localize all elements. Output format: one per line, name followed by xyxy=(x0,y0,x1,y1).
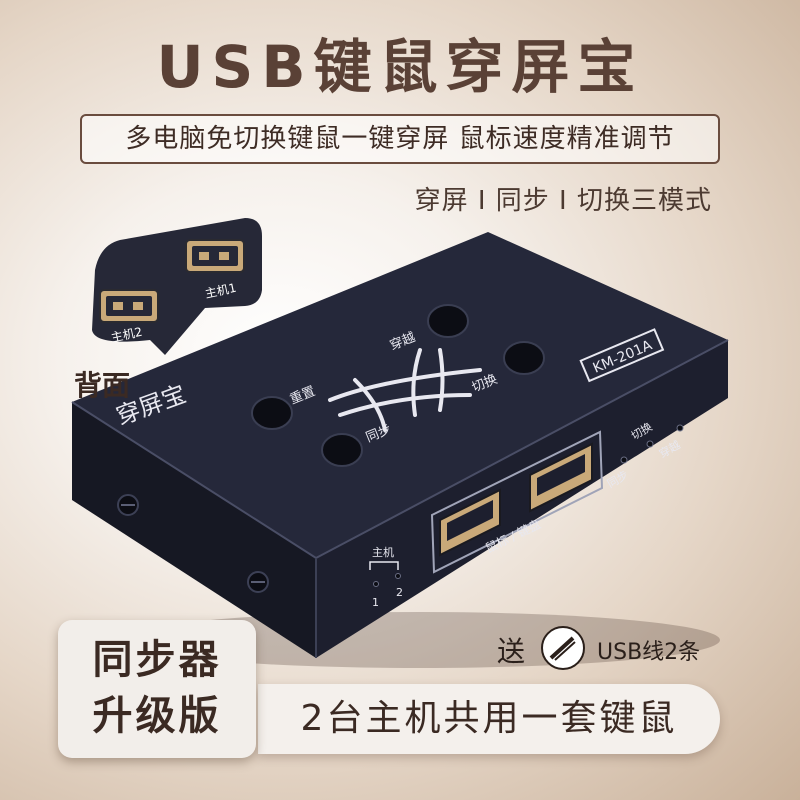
host-led-2 xyxy=(395,573,401,579)
usb-port-b[interactable] xyxy=(529,442,593,513)
led-cross xyxy=(676,424,684,432)
host-label: 主机 xyxy=(372,545,394,559)
badge-line-1: 同步器 xyxy=(92,637,222,683)
subtitle-box: 多电脑免切换键鼠一键穿屏 鼠标速度精准调节 xyxy=(80,114,720,164)
reset-button[interactable] xyxy=(251,396,293,430)
gift-label: 送 xyxy=(497,635,526,668)
host-led-1 xyxy=(373,581,379,587)
usb-frame xyxy=(430,430,604,574)
device-top xyxy=(72,232,728,558)
modes-text: 穿屏 I 同步 I 切换三模式 xyxy=(414,186,712,216)
side-screw xyxy=(247,571,269,593)
back-port-label-1: 主机1 xyxy=(204,281,238,301)
back-label: 背面 xyxy=(74,369,131,402)
switch-button[interactable] xyxy=(503,341,545,375)
host-number-2: 2 xyxy=(396,586,403,599)
led-switch xyxy=(646,440,654,448)
sync-button[interactable] xyxy=(321,433,363,467)
device-front xyxy=(316,340,728,658)
led-sync xyxy=(620,456,628,464)
usb-port-a[interactable] xyxy=(439,488,501,557)
gift-text: USB线2条 xyxy=(597,640,701,665)
usb-cable-icon xyxy=(541,626,585,670)
bottom-banner: 2台主机共用一套键鼠 xyxy=(258,684,720,754)
led-label-cross: 穿越 xyxy=(657,437,683,460)
cross-button[interactable] xyxy=(427,304,469,338)
device-logo xyxy=(328,348,482,432)
back-port-host1 xyxy=(185,239,245,273)
device-side xyxy=(72,402,316,658)
upgrade-badge: 同步器 升级版 xyxy=(58,620,256,758)
product-title: USB键鼠穿屏宝 xyxy=(156,33,644,101)
back-port-label-2: 主机2 xyxy=(110,325,144,345)
back-port-host2 xyxy=(99,289,159,323)
badge-line-2: 升级版 xyxy=(92,693,222,739)
host-number-1: 1 xyxy=(372,596,379,609)
side-screw xyxy=(117,494,139,516)
